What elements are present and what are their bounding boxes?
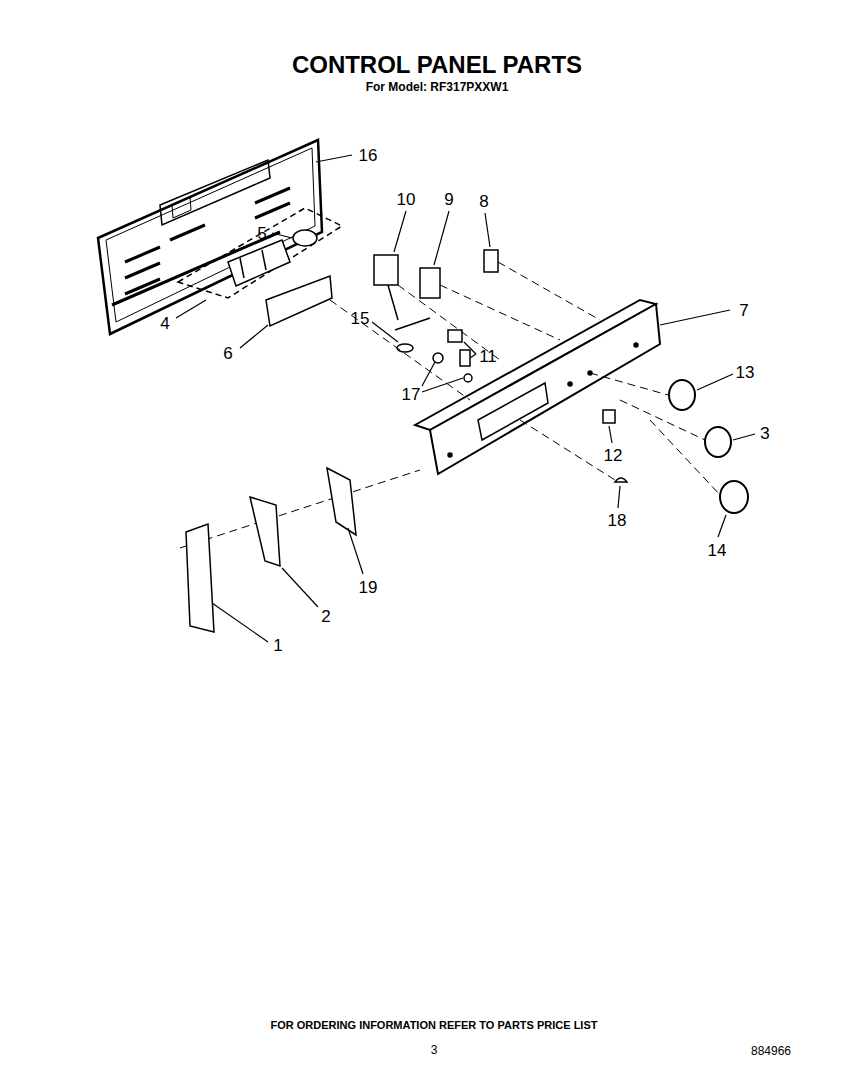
callout-number: 16 — [359, 147, 378, 164]
callout-number: 11 — [479, 348, 497, 365]
callout-number: 15 — [351, 310, 370, 327]
page-number: 3 — [431, 1044, 438, 1056]
callout-number: 14 — [708, 542, 727, 559]
callout-number: 7 — [739, 302, 748, 319]
model-number: For Model: RF317PXXW1 — [366, 81, 509, 93]
callout-number: 9 — [444, 191, 453, 208]
callout-number: 1 — [273, 637, 282, 654]
callout-number: 3 — [760, 425, 769, 442]
callout-number: 17 — [402, 386, 421, 403]
callout-number: 8 — [479, 193, 488, 210]
callout-number: 18 — [608, 512, 627, 529]
callout-number: 6 — [223, 345, 232, 362]
footer-note: FOR ORDERING INFORMATION REFER TO PARTS … — [271, 1020, 598, 1031]
callout-number: 13 — [736, 364, 755, 381]
callout-number: 12 — [604, 447, 623, 464]
callout-number: 2 — [321, 608, 330, 625]
drawing-number: 884966 — [751, 1045, 791, 1057]
callout-number: 5 — [257, 225, 266, 242]
callout-number: 4 — [160, 315, 169, 332]
callout-number: 19 — [359, 579, 378, 596]
callout-number: 10 — [397, 191, 416, 208]
page-title: CONTROL PANEL PARTS — [292, 53, 582, 77]
